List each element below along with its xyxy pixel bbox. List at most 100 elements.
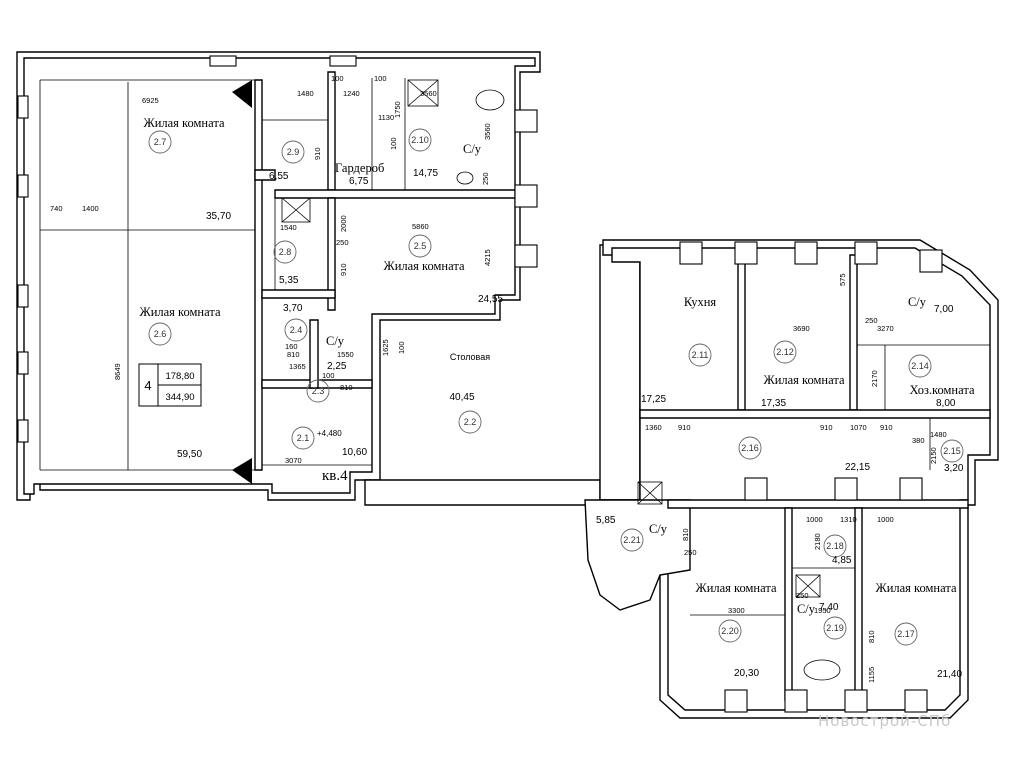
dimension: 1000 [877,515,894,524]
room-number: 2.17 [897,629,915,639]
room-area: 14,75 [413,168,438,179]
room-area: 35,70 [206,211,231,222]
dimension: 910 [339,263,348,276]
dimension: 2000 [339,215,348,232]
apartment-number: 4 [144,378,151,393]
room-marker-2.21 [620,528,644,552]
dimension: 1480 [930,430,947,439]
apartment-summary: 4 178,80 344,90 [138,363,202,407]
room-marker-2.5 [408,234,432,258]
room-name: Жилая комната [696,581,777,595]
room-marker-2.17 [894,622,918,646]
room-marker-2.20 [718,619,742,643]
room-numbers: 2.7 2.6 2.9 2.10 2.8 2.5 2.4 2.3 2.1 2.2… [154,135,961,639]
room-area: 3,20 [944,463,964,474]
room-name: Жилая комната [144,116,225,130]
dimension: 1550 [337,350,354,359]
room-number: 2.3 [312,386,325,396]
room-area: 5,35 [279,275,299,286]
vent-shafts [232,80,252,484]
room-name: Жилая комната [876,581,957,595]
dimension: 3300 [728,606,745,615]
room-area: 7,00 [934,304,954,315]
dimension: 1155 [867,667,876,683]
dimension: 1310 [840,515,857,524]
room-area: 6,55 [269,171,289,182]
room-marker-2.7 [148,130,172,154]
dimension: 810 [340,383,353,392]
room-number: 2.11 [692,350,709,360]
room-marker-2.2 [458,410,482,434]
room-marker-2.3 [306,379,330,403]
room-area: 17,35 [761,398,786,409]
dimension: 250 [865,316,878,325]
dimension: 100 [331,74,344,83]
dimension: 910 [820,423,833,432]
room-areas: 35,70 59,50 6,55 6,75 14,75 5,35 24,55 3… [177,168,964,680]
room-number: 2.20 [721,626,739,636]
dimension: 250 [336,238,349,247]
room-area: 17,25 [641,394,666,405]
room-area: 21,40 [937,669,962,680]
room-name: Столовая [450,352,490,362]
room-number: 2.4 [290,325,303,335]
dimension: 2180 [813,533,822,550]
living-area: 178,80 [165,371,194,382]
room-marker-2.11 [688,343,712,367]
dimension: 575 [838,273,847,286]
room-number: 2.19 [826,623,844,633]
dimension: 5860 [412,222,429,231]
room-number: 2.12 [776,347,794,357]
room-number: 2.1 [297,433,310,443]
dimension: 3560 [420,89,437,98]
room-marker-2.14 [908,354,932,378]
room-area: 10,60 [342,447,367,458]
dimension: 160 [285,342,298,351]
room-number: 2.15 [943,446,961,456]
total-area: 344,90 [165,392,194,403]
room-marker-2.9 [281,140,305,164]
room-marker-2.1 [291,426,315,450]
room-area: 8,00 [936,398,956,409]
room-area: 5,85 [596,515,616,526]
room-number: 2.2 [464,417,477,427]
room-name: С/у [797,602,816,616]
dimension: 250 [481,172,490,185]
room-area: 22,15 [845,462,870,473]
south-annex-walls [584,499,691,611]
room-marker-2.12 [773,340,797,364]
room-markers [148,128,964,646]
windows [17,55,943,713]
room-name: С/у [908,295,927,309]
dimension: 1750 [393,101,402,118]
dimension: 1000 [806,515,823,524]
dimension: 910 [313,147,322,160]
dimension: 1130 [378,113,394,122]
room-number: 2.21 [623,535,641,545]
room-number: 2.7 [154,137,167,147]
room-names: Жилая комната Жилая комната С/у Жилая ко… [140,116,975,616]
room-area: 4,85 [832,555,852,566]
dimension: 250 [796,591,809,600]
room-number: 2.6 [154,329,167,339]
dimension: 2170 [870,370,879,387]
room-marker-2.16 [738,436,762,460]
room-area: 59,50 [177,449,202,460]
room-name: С/у [649,522,668,536]
dimension: 380 [912,436,925,445]
room-name: Жилая комната [764,373,845,387]
dimensions: 6925 740 1400 8649 1480 100 1240 100 356… [50,74,947,683]
dimension: 8649 [113,363,122,380]
room-number: 2.18 [826,541,844,551]
room-area: 2,25 [327,361,347,372]
dimension: 1540 [280,223,297,232]
room-name: Хоз.комната [910,383,975,397]
room-area: 3,70 [283,303,303,314]
room-area: 24,55 [478,294,503,305]
room-marker-2.4 [284,318,308,342]
dimension: 6925 [142,96,159,105]
dimension: 3070 [285,456,302,465]
dimension: 910 [678,423,691,432]
apartment-label: кв.4 [322,468,348,484]
partitions [40,71,991,701]
